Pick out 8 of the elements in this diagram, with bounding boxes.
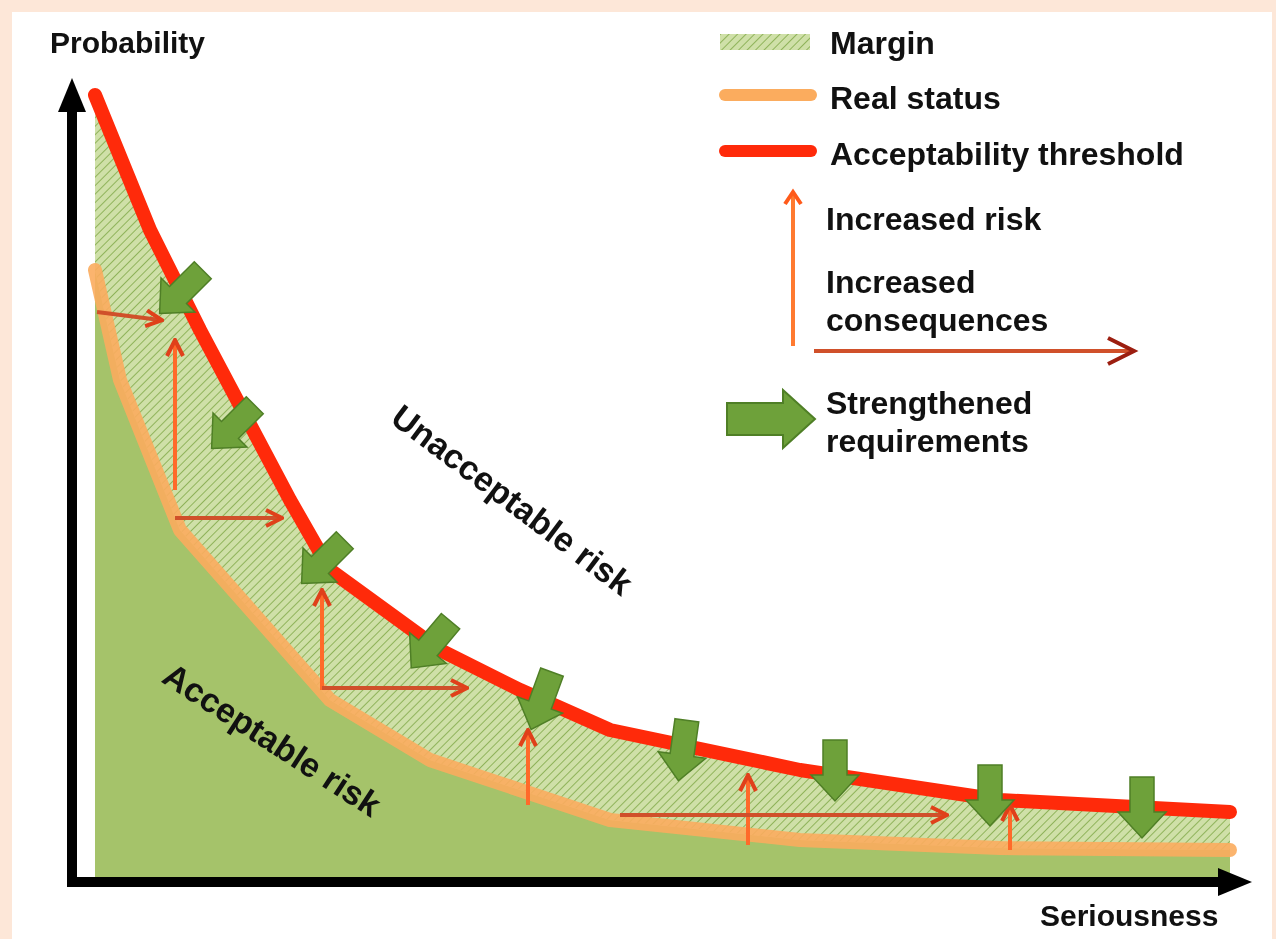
legend-text: Real status [830, 79, 1001, 118]
legend-text: Margin [830, 24, 935, 63]
legend-text: Increased consequences [826, 263, 1050, 340]
legend-text: Acceptability threshold [830, 135, 1184, 174]
axis-label: Probability [50, 25, 206, 61]
legend-text: Strengthened requirements [826, 384, 1034, 461]
legend-text: Increased risk [826, 200, 1042, 239]
axis-label: Seriousness [1040, 898, 1219, 934]
